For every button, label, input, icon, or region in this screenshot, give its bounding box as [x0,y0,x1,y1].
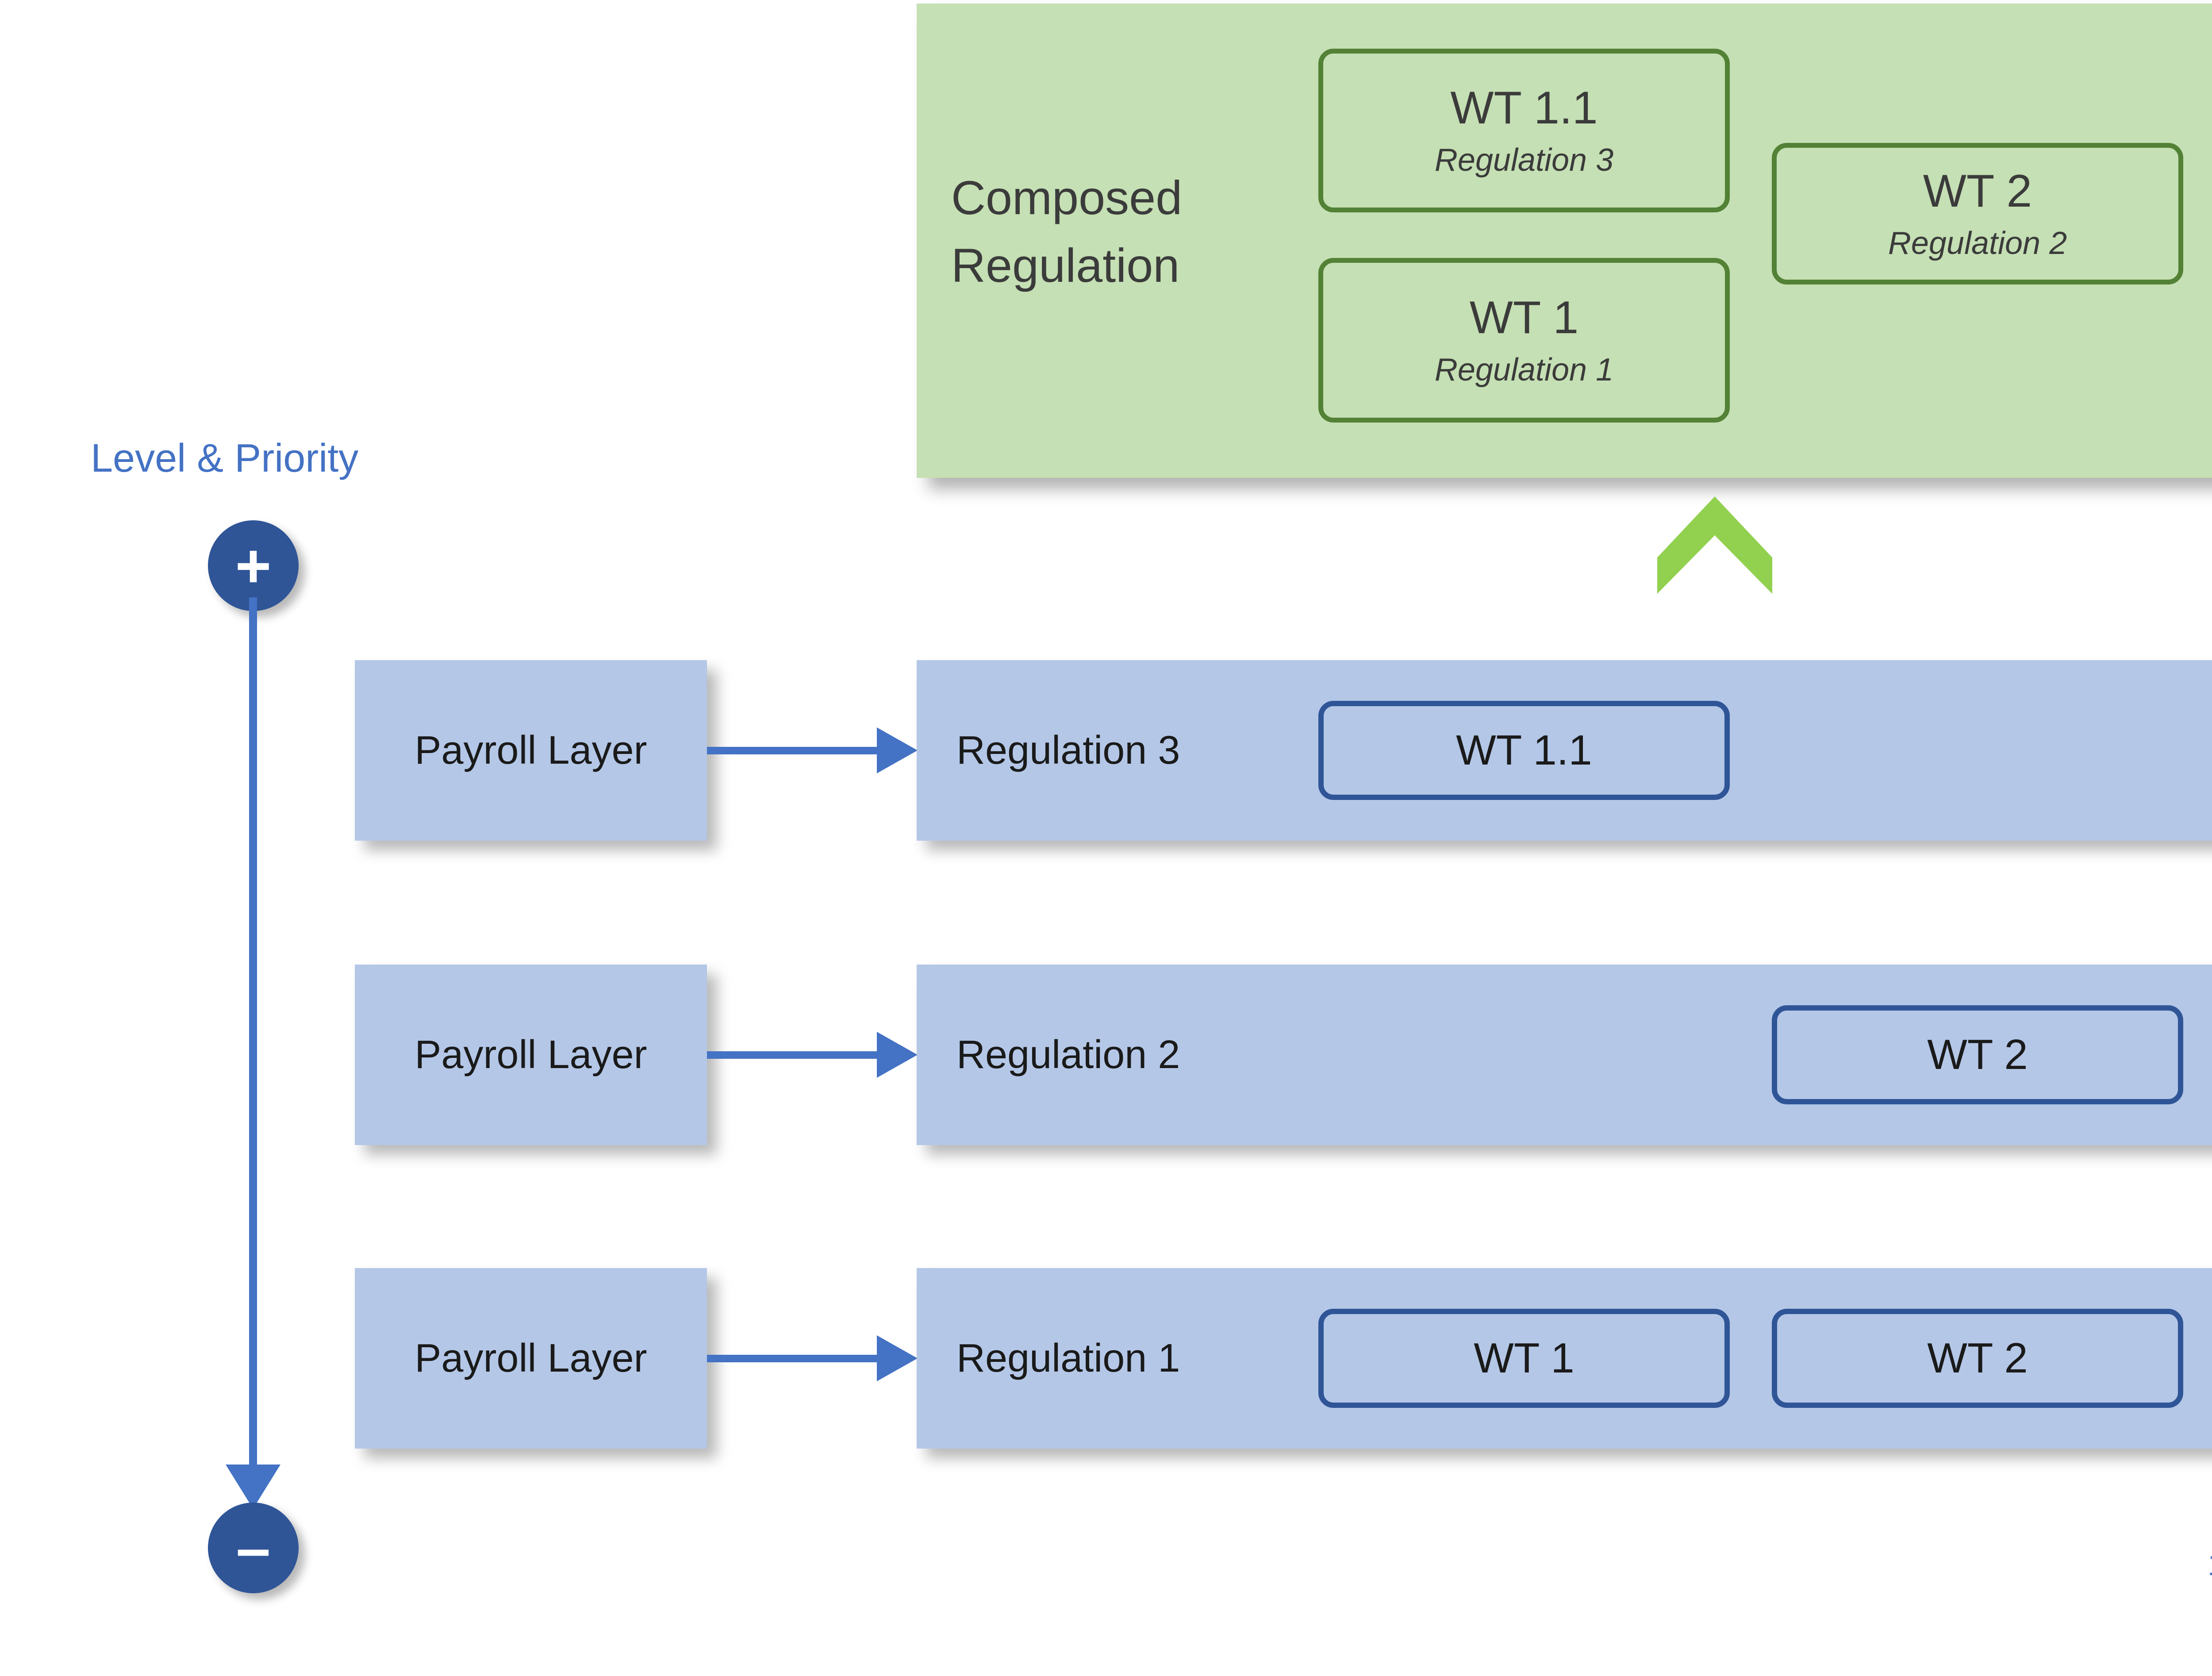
minus-icon: – [208,1503,299,1593]
wage-type-label: WT 1.1 [1456,727,1592,774]
composed-card-subtitle: Regulation 1 [1434,352,1614,388]
payroll-layer-label: Payroll Layer [415,1032,647,1077]
plus-glyph: + [235,530,272,600]
payroll-layer-box-3[interactable]: Payroll Layer [355,1268,707,1449]
composed-card-subtitle: Regulation 2 [1888,225,2067,261]
minus-glyph: – [236,1513,271,1583]
wage-type-card-wt-2[interactable]: WT 2 [1772,1309,2183,1408]
composed-card-wt-2[interactable]: WT 2 Regulation 2 [1772,143,2183,284]
priority-axis-line [249,597,257,1471]
priority-axis-arrowhead [226,1465,280,1509]
wage-type-label: WT 2 [1927,1031,2028,1078]
payroll-arrow-line-3 [707,1355,884,1362]
regulation-band-3: Regulation 3 WT 1.1 WT 3 [917,660,2212,841]
composed-card-wt-1[interactable]: WT 1 Regulation 1 [1318,258,1730,423]
plus-icon: + [208,520,299,611]
level-priority-label: Level & Priority [91,436,359,481]
wage-type-card-wt-1[interactable]: WT 1 [1318,1309,1730,1408]
composed-card-wt-1-1[interactable]: WT 1.1 Regulation 3 [1318,49,1730,212]
chevron-up-icon [1657,496,1772,594]
payroll-arrow-head-2 [877,1032,918,1078]
payroll-arrow-line-1 [707,747,884,754]
wage-type-card-wt-2[interactable]: WT 2 [1772,1005,2183,1104]
composed-card-title: WT 1.1 [1450,82,1598,134]
payroll-layer-label: Payroll Layer [415,1336,647,1380]
composed-regulation-label: Composed Regulation [951,171,1183,292]
footnote-text: 1) Wage Type Value = null [2208,1546,2212,1583]
payroll-layer-box-2[interactable]: Payroll Layer [355,965,707,1145]
regulation-band-1: Regulation 1 WT 1 WT 2 WT 3 [917,1268,2212,1449]
regulation-band-2: Regulation 2 WT 2 WT 3 [917,965,2212,1145]
regulation-label: Regulation 3 [956,728,1180,773]
composed-card-title: WT 2 [1923,165,2032,217]
composed-card-title: WT 1 [1469,292,1579,343]
regulation-label: Regulation 1 [956,1336,1180,1380]
wage-type-card-wt-1-1[interactable]: WT 1.1 [1318,701,1730,800]
payroll-layer-label: Payroll Layer [415,728,647,773]
wage-type-label: WT 2 [1927,1334,2028,1382]
payroll-arrow-head-1 [877,727,918,773]
composed-card-subtitle: Regulation 3 [1434,142,1614,178]
payroll-arrow-head-3 [877,1335,918,1381]
payroll-layer-box-1[interactable]: Payroll Layer [355,660,707,841]
payroll-arrow-line-2 [707,1051,884,1059]
regulation-label: Regulation 2 [956,1032,1180,1077]
wage-type-label: WT 1 [1474,1334,1575,1382]
